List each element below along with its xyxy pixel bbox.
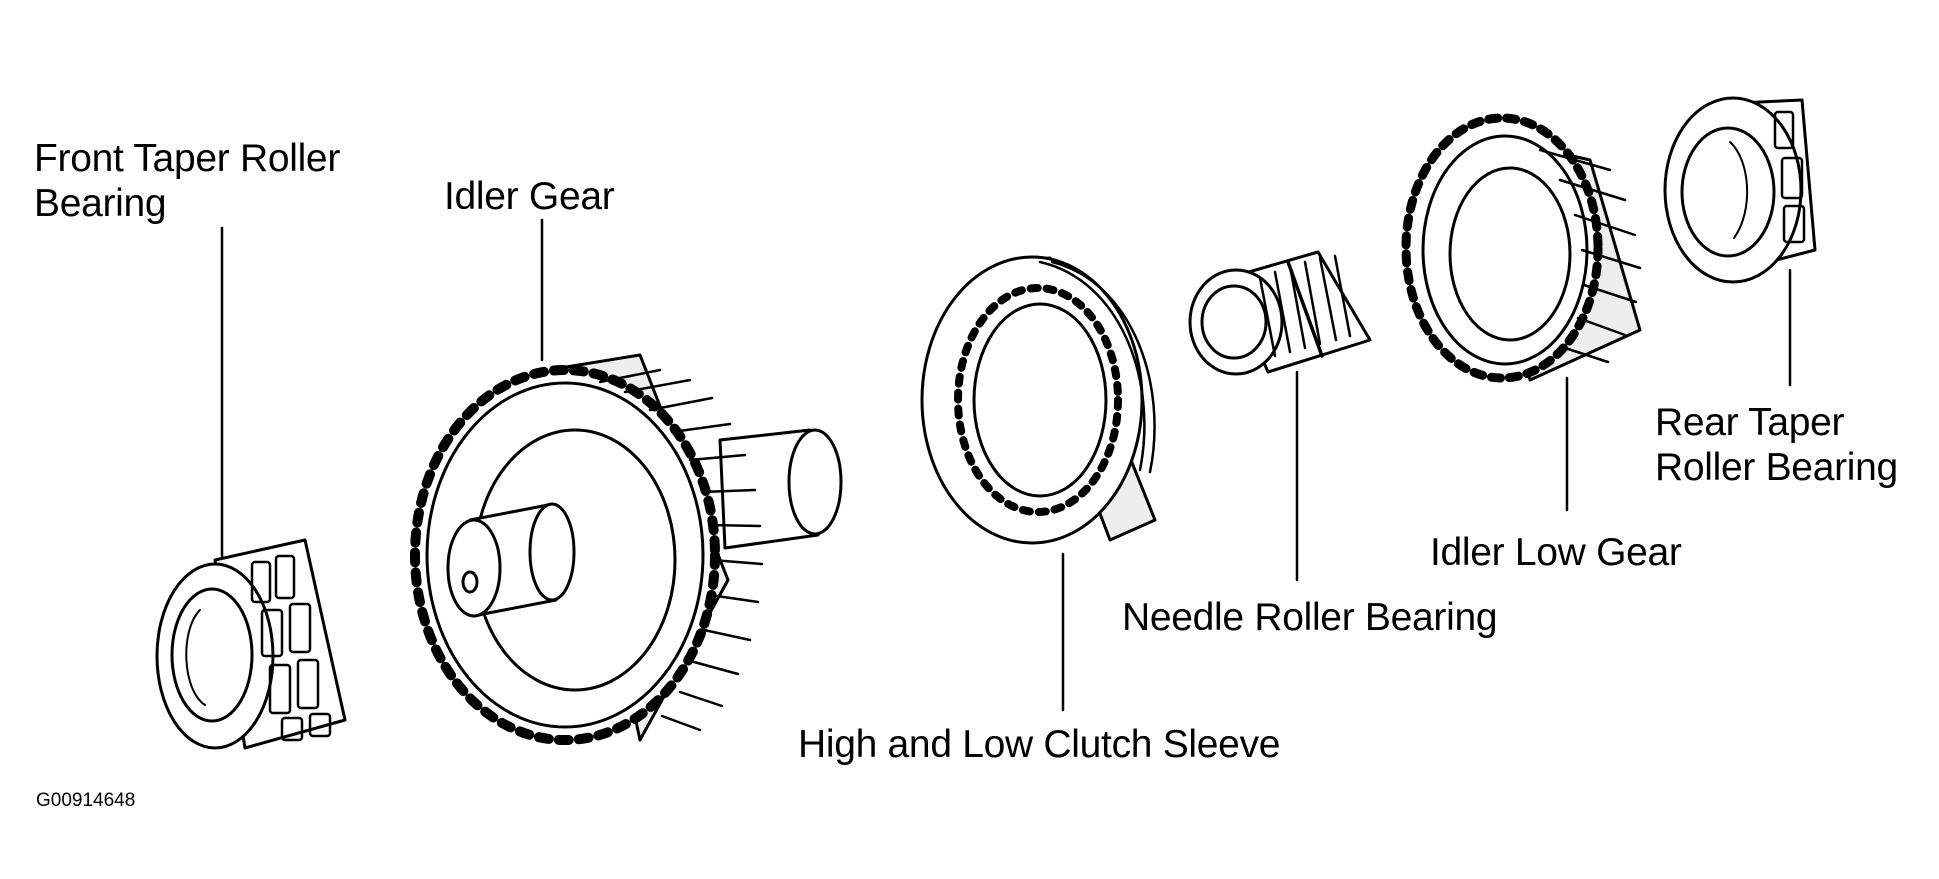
clutch-sleeve-label: High and Low Clutch Sleeve — [798, 723, 1281, 766]
front-bearing-label-line1: Front Taper Roller — [34, 137, 341, 180]
idler-low-gear — [1401, 113, 1642, 383]
figure-code: G00914648 — [36, 790, 136, 811]
rear-bearing-label: Rear Taper Roller Bearing — [1655, 400, 1898, 490]
leader-lines — [220, 218, 1792, 712]
clutch-sleeve — [920, 255, 1157, 545]
front-bearing-label: Front Taper Roller Bearing — [34, 136, 340, 226]
front-bearing-label-line2: Bearing — [34, 182, 167, 225]
needle-roller-bearing — [1188, 250, 1372, 376]
rear-bearing-label-line1: Rear Taper — [1655, 401, 1845, 444]
rear-taper-roller-bearing — [1663, 96, 1817, 284]
idler-gear — [410, 353, 843, 745]
idler-low-gear-label: Idler Low Gear — [1430, 531, 1682, 574]
idler-gear-label: Idler Gear — [444, 175, 615, 218]
front-taper-roller-bearing — [155, 538, 347, 750]
needle-bearing-label: Needle Roller Bearing — [1122, 596, 1498, 639]
rear-bearing-label-line2: Roller Bearing — [1655, 446, 1898, 489]
